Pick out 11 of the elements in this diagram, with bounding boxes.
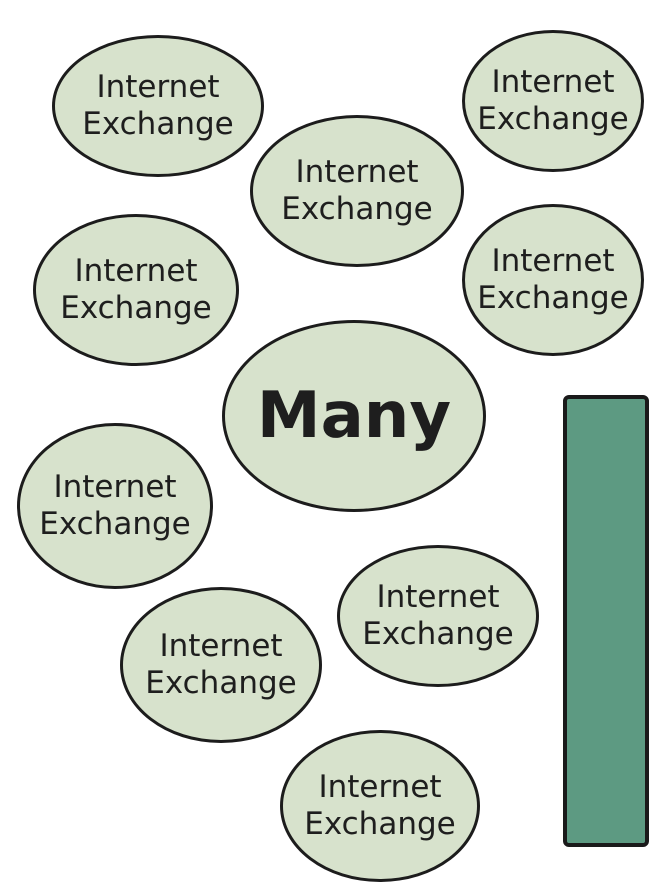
side-panel [563, 395, 649, 847]
node-label: Internet Exchange [280, 154, 434, 228]
node-label: Internet Exchange [303, 768, 457, 844]
node-label: Internet Exchange [144, 628, 298, 702]
node-label: Many [256, 378, 452, 454]
node-label: Internet Exchange [476, 242, 630, 318]
node-label: Internet Exchange [59, 252, 213, 328]
node-label: Internet Exchange [81, 68, 235, 144]
node-label: Internet Exchange [38, 468, 192, 544]
node-label: Internet Exchange [476, 64, 630, 138]
node-label: Internet Exchange [361, 578, 515, 654]
